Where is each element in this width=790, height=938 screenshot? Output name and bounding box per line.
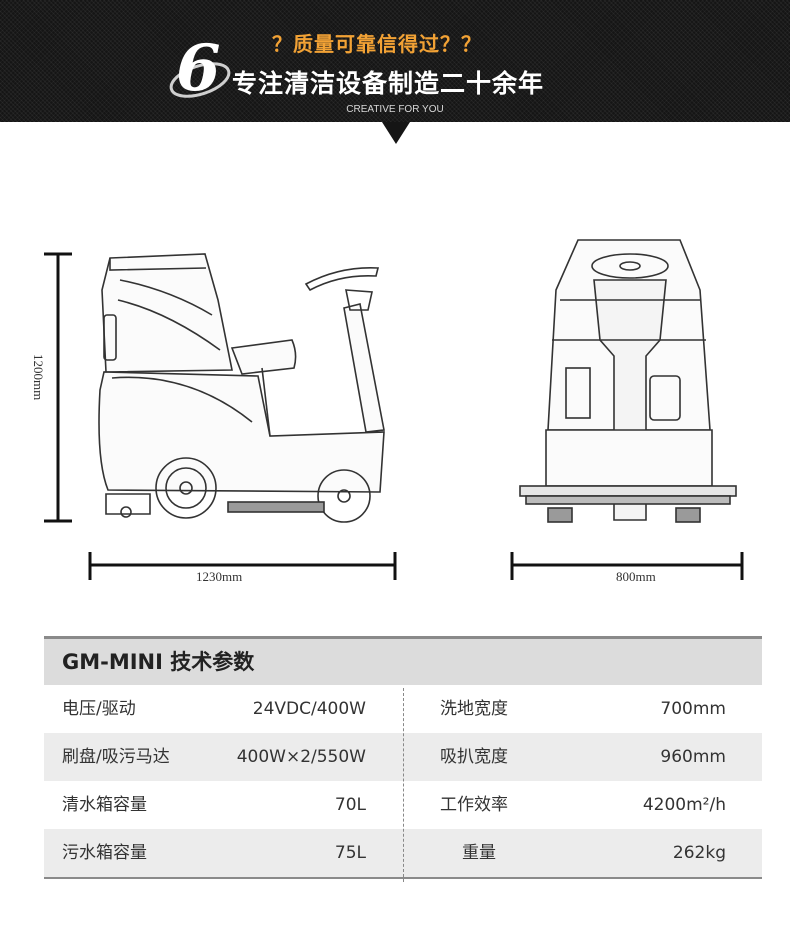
logo-six-icon: 6: [169, 31, 231, 102]
spec-value: 4200m²/h: [642, 795, 726, 815]
height-dimension: [44, 252, 72, 523]
spec-label: 电压/驱动: [62, 699, 136, 719]
spec-title: GM-MINI 技术参数: [44, 639, 762, 685]
spec-label: 刷盘/吸污马达: [62, 747, 170, 767]
spec-label: 洗地宽度: [440, 699, 508, 719]
spec-value: 70L: [334, 795, 366, 815]
spec-label: 重量: [462, 843, 496, 863]
height-label: 1200mm: [31, 354, 46, 400]
spec-value: 24VDC/400W: [252, 699, 366, 719]
front-width-label: 800mm: [616, 569, 656, 584]
spec-label: 吸扒宽度: [440, 747, 508, 767]
side-width-label: 1230mm: [196, 569, 242, 584]
banner-tagline: CREATIVE FOR YOU: [346, 104, 444, 115]
spec-row: 清水箱容量 70L 工作效率 4200m²/h: [44, 781, 762, 829]
spec-column-divider: [403, 688, 404, 882]
spec-top-rule: [44, 636, 762, 639]
side-width-dimension: [88, 552, 397, 580]
spec-label: 清水箱容量: [62, 795, 147, 815]
spec-value: 960mm: [660, 747, 726, 767]
spec-value: 400W×2/550W: [236, 747, 366, 767]
spec-value: 75L: [334, 843, 366, 863]
spec-value: 262kg: [672, 843, 726, 863]
front-view: [519, 239, 737, 523]
machine-dimension-drawing: 1200mm 1230mm: [31, 239, 744, 584]
spec-value: 700mm: [660, 699, 726, 719]
spec-table: GM-MINI 技术参数 电压/驱动 24VDC/400W 洗地宽度 700mm…: [44, 636, 762, 882]
svg-text:6: 6: [176, 31, 221, 102]
banner-slogan: 专注清洁设备制造二十余年: [232, 69, 545, 98]
spec-label: 工作效率: [440, 795, 508, 815]
spec-label: 污水箱容量: [62, 843, 147, 863]
spec-row: 电压/驱动 24VDC/400W 洗地宽度 700mm: [44, 685, 762, 733]
banner-question: ？质量可靠信得过？？: [272, 32, 482, 56]
banner-notch: [382, 122, 410, 144]
side-view: [98, 253, 385, 523]
front-width-dimension: [510, 552, 744, 580]
header-banner: 6 ？质量可靠信得过？？ 专注清洁设备制造二十余年 CREATIVE FOR Y…: [0, 0, 790, 122]
